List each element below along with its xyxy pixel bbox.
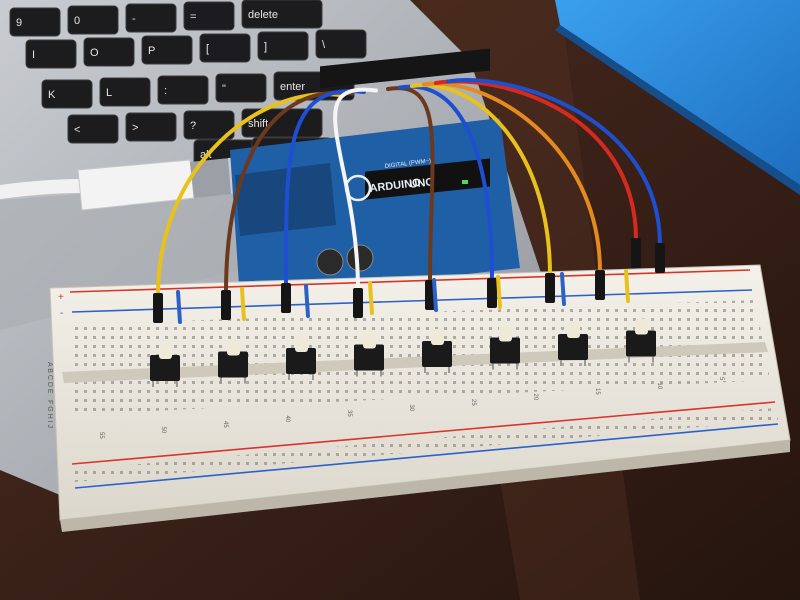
- keyboard-key: L: [99, 77, 151, 107]
- key-label: L: [106, 87, 112, 99]
- pushbutton: [218, 339, 248, 384]
- key-label: :: [164, 85, 167, 97]
- column-number: 35: [346, 410, 352, 417]
- key-label: 9: [16, 17, 22, 29]
- short-jumper: [496, 275, 502, 309]
- key-label: [: [206, 43, 209, 55]
- key-label: enter: [280, 81, 305, 93]
- capacitor: [346, 244, 374, 272]
- capacitor: [316, 248, 344, 276]
- rail-red-bottom: [71, 401, 776, 465]
- jumper-wire: [221, 90, 354, 320]
- short-jumper: [240, 287, 246, 321]
- keyboard-key: \: [315, 29, 367, 59]
- column-number: 40: [284, 416, 290, 423]
- rail-plus-label: +: [58, 292, 64, 303]
- column-numbers: 55 50 45 40 35 30 25 20 15 10 5: [98, 377, 724, 439]
- pushbutton: [558, 322, 588, 366]
- jumper-wires: [153, 78, 665, 324]
- digital-header-label: DIGITAL (PWM~): [385, 158, 432, 170]
- short-jumper: [624, 269, 630, 303]
- key-label: =: [190, 11, 196, 23]
- key-label: ": [222, 83, 226, 95]
- column-number: 50: [160, 427, 166, 434]
- key-label: -: [132, 13, 136, 25]
- keyboard-key: [: [199, 33, 251, 63]
- tablet-case: [555, 0, 800, 195]
- key-label: O: [90, 47, 99, 59]
- key-label: delete: [248, 9, 278, 21]
- green-led: [462, 180, 468, 184]
- key-label: <: [74, 124, 80, 136]
- key-label: shift: [248, 118, 268, 130]
- arduino-model-label: UNO: [409, 176, 435, 191]
- row-letters-top: A B C D E: [46, 362, 53, 394]
- rail-red-top: [69, 269, 751, 293]
- key-label: K: [48, 89, 56, 101]
- rail-blue-bottom: [74, 423, 779, 489]
- keyboard-key: P: [141, 35, 193, 65]
- column-number: 30: [408, 405, 414, 412]
- keyboard-key: ?: [183, 110, 235, 140]
- keyboard-key: K: [41, 79, 93, 109]
- column-number: 55: [98, 432, 104, 439]
- column-number: 15: [594, 388, 600, 395]
- key-label: ]: [264, 41, 267, 53]
- jumper-wire: [422, 81, 605, 300]
- short-jumper: [432, 278, 438, 312]
- short-jumper: [560, 272, 566, 306]
- pushbutton: [422, 329, 452, 373]
- column-number: 5: [718, 377, 724, 381]
- keyboard-key: :: [157, 75, 209, 105]
- keyboard-key: 9: [9, 7, 61, 37]
- pushbutton: [286, 336, 316, 380]
- row-letters-bottom: F G H I J: [46, 400, 53, 428]
- keyboard-key: <: [67, 114, 119, 144]
- jumper-wire: [410, 83, 555, 303]
- jumper-wire: [446, 78, 665, 273]
- column-number: 45: [222, 421, 228, 428]
- keyboard-key: >: [125, 112, 177, 142]
- pushbutton: [490, 325, 520, 370]
- rail-blue-top: [71, 289, 753, 313]
- column-number: 25: [470, 399, 476, 406]
- atmega-chip: [365, 158, 490, 200]
- jumper-wire: [333, 87, 378, 318]
- short-jumper: [176, 290, 182, 324]
- pushbutton: [354, 332, 384, 377]
- pushbuttons: [150, 318, 656, 387]
- column-number: 10: [656, 383, 662, 390]
- pushbutton: [150, 343, 180, 387]
- key-label: 0: [74, 15, 80, 27]
- keyboard-key: O: [83, 37, 135, 67]
- jumper-wire: [281, 89, 366, 313]
- key-label: ?: [190, 120, 196, 132]
- pushbutton: [626, 318, 656, 363]
- short-jumper: [304, 284, 310, 318]
- keyboard-key: 0: [67, 5, 119, 35]
- short-jumper: [368, 281, 374, 315]
- key-label: \: [322, 39, 326, 51]
- header-strip-top: [320, 48, 490, 89]
- key-label: I: [32, 49, 35, 61]
- keyboard-key: delete: [241, 0, 323, 29]
- keyboard-key: ": [215, 73, 267, 103]
- jumper-wire: [398, 84, 497, 308]
- jumper-wire: [153, 92, 342, 323]
- column-number: 20: [532, 394, 538, 401]
- keyboard-key: =: [183, 1, 235, 31]
- keyboard-key: I: [25, 39, 77, 69]
- keyboard-key: ]: [257, 31, 309, 61]
- rail-minus-label: -: [60, 308, 63, 319]
- key-label: P: [148, 45, 155, 57]
- keyboard-key: -: [125, 3, 177, 33]
- key-label: >: [132, 122, 138, 134]
- arduino-board: ARDUINO UNO DIGITAL (PWM~): [230, 48, 520, 300]
